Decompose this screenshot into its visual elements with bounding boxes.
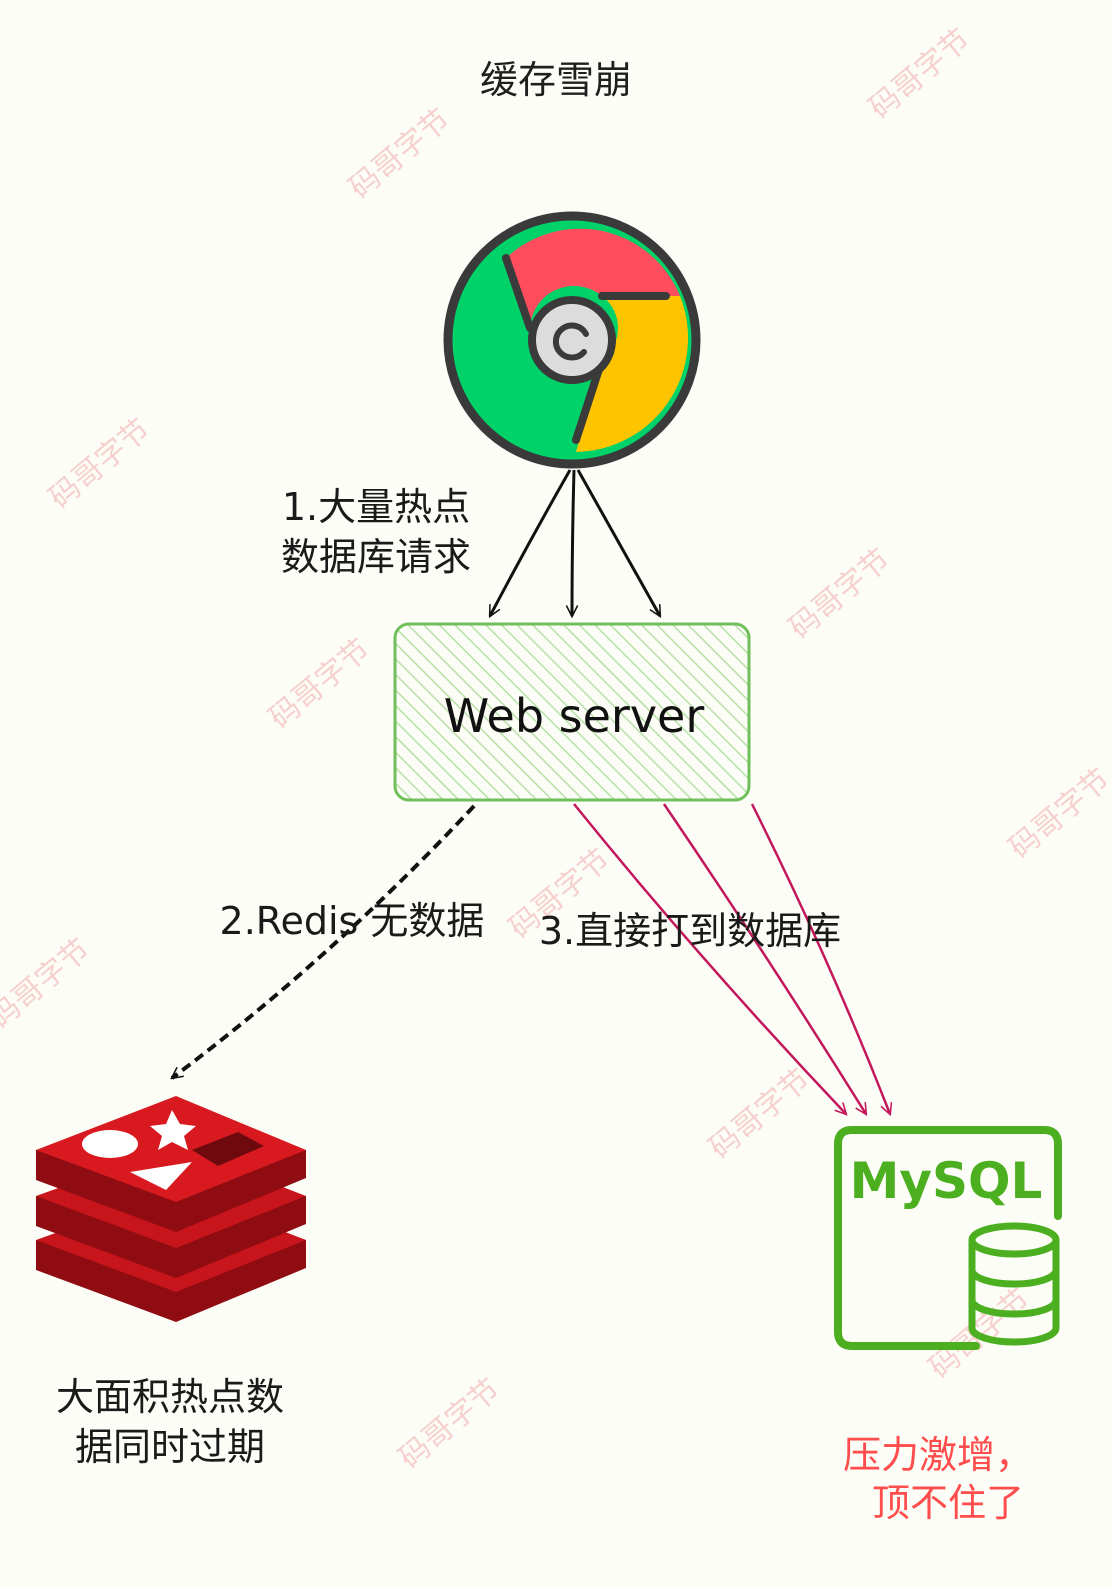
- watermark: 码哥字节: [343, 102, 457, 206]
- redis-miss-label: 2.Redis 无数据: [220, 899, 485, 943]
- db-hit-label: 3.直接打到数据库: [539, 909, 841, 953]
- db-hit-arrows: [573, 803, 890, 1114]
- redis-miss-arrow: [172, 804, 476, 1080]
- chrome-browser-icon: [443, 211, 701, 469]
- watermark: 码哥字节: [43, 412, 157, 516]
- web-server-node: Web server: [393, 622, 751, 802]
- mysql-node: MySQL: [834, 1126, 1062, 1350]
- redis-caption-line2: 据同时过期: [75, 1425, 265, 1469]
- requests-label-line2: 数据库请求: [281, 535, 471, 579]
- mysql-caption-line2: 顶不住了: [872, 1481, 1024, 1525]
- watermark: 码哥字节: [783, 542, 897, 646]
- watermark: 码哥字节: [703, 1062, 817, 1166]
- redis-icon: [36, 1096, 306, 1322]
- watermark: 码哥字节: [263, 632, 377, 736]
- web-server-label: Web server: [444, 689, 705, 743]
- redis-caption-line1: 大面积热点数: [56, 1375, 284, 1419]
- mysql-label: MySQL: [850, 1152, 1043, 1210]
- mysql-caption-line1: 压力激增，: [843, 1433, 1033, 1477]
- requests-label-line1: 1.大量热点: [282, 485, 470, 529]
- watermark: 码哥字节: [0, 932, 97, 1036]
- watermark: 码哥字节: [393, 1372, 507, 1476]
- database-icon: [968, 1222, 1060, 1346]
- watermark: 码哥字节: [863, 22, 977, 126]
- request-arrows: [488, 469, 662, 616]
- watermark: 码哥字节: [1003, 762, 1112, 866]
- diagram-title: 缓存雪崩: [480, 58, 632, 102]
